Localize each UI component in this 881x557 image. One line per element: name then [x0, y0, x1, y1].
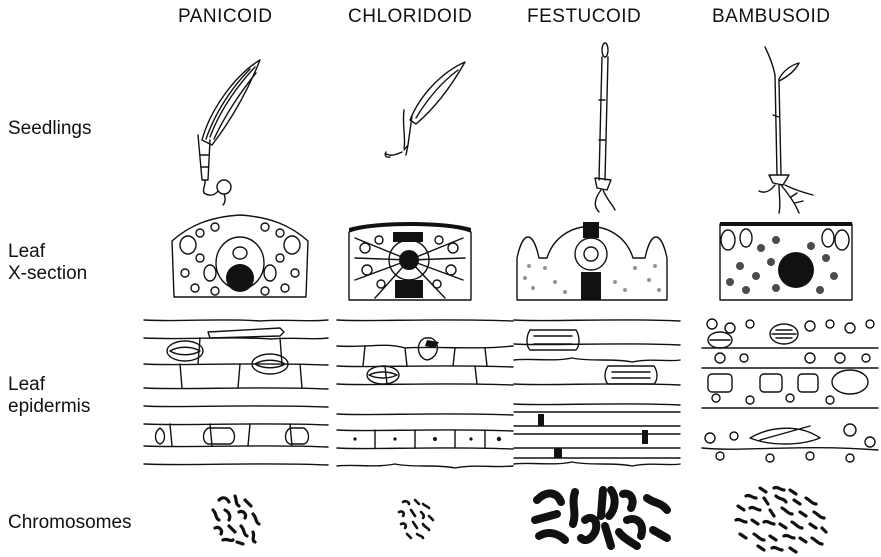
column-header-festucoid: FESTUCOID: [527, 6, 641, 28]
row-label-leaf-xsection: Leaf X-section: [8, 241, 87, 285]
column-header-bambusoid: BAMBUSOID: [712, 6, 831, 28]
column-header-panicoid: PANICOID: [178, 6, 272, 28]
epidermis-festucoid: [512, 318, 682, 468]
epidermis-panicoid: [140, 318, 330, 468]
seedling-chloridoid: [380, 60, 470, 170]
column-header-chloridoid: CHLORIDOID: [348, 6, 472, 28]
xsection-bambusoid: [716, 218, 856, 303]
chromosomes-festucoid: [527, 480, 677, 555]
xsection-chloridoid: [345, 218, 475, 303]
xsection-panicoid: [170, 213, 310, 303]
seedling-panicoid: [180, 55, 270, 205]
chromosomes-chloridoid: [393, 496, 437, 542]
seedling-festucoid: [585, 40, 625, 215]
epidermis-chloridoid: [335, 318, 515, 470]
seedling-bambusoid: [755, 45, 835, 215]
epidermis-bambusoid: [700, 318, 880, 470]
chromosomes-panicoid: [205, 490, 265, 550]
row-label-seedlings: Seedlings: [8, 118, 91, 140]
row-label-chromosomes: Chromosomes: [8, 512, 132, 534]
row-label-leaf-epidermis: Leaf epidermis: [8, 374, 90, 418]
chromosomes-bambusoid: [730, 484, 830, 556]
xsection-festucoid: [515, 218, 670, 303]
